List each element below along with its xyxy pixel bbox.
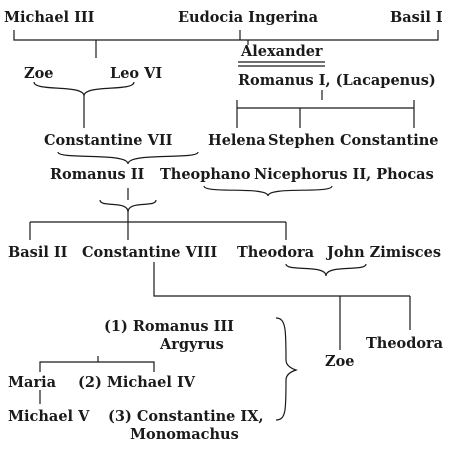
person-basil-i: Basil I [390,9,443,26]
person-john-zimisces: John Zimisces [325,244,441,261]
person-zoe-daughter: Zoe [325,353,354,370]
brace-romanus-ii-children [99,199,157,213]
person-constantine-vii: Constantine VII [44,132,173,149]
person-helena: Helena [208,132,266,149]
person-constantine-viii: Constantine VIII [82,244,217,261]
brace-maria-michael-iv [39,361,155,372]
person-eudocia-ingerina: Eudocia Ingerina [178,9,319,26]
person-leo-vi: Leo VI [110,65,162,82]
person-nicephorus-ii: Nicephorus II, Phocas [254,166,434,183]
constantine-viii-children-bar [153,262,411,350]
brace-theophano-nicephorus [203,185,333,197]
person-theodora: Theodora [237,244,315,261]
brace-zoe-leo [33,81,135,97]
person-zoe: Zoe [24,65,53,82]
brace-constantine-helena [57,151,199,165]
brace-to-alexander [95,40,249,45]
double-line-alexander [238,61,325,67]
person-romanus-ii: Romanus II [50,166,145,183]
connector-lines [13,30,439,421]
person-basil-ii: Basil II [8,244,68,261]
person-constantine-ix: (3) Constantine IX, [108,408,264,425]
person-michael-v: Michael V [8,408,90,425]
person-romanus-iii: (1) Romanus III [104,318,234,335]
romanus-ii-children-bar [29,212,287,240]
person-theodora-daughter: Theodora [366,335,444,352]
person-constantine: Constantine [340,132,439,149]
brace-theodora-zimisces [285,263,367,277]
bracket-parents-leo [13,30,439,41]
person-alexander: Alexander [240,43,323,60]
romanus-i-children-bar [236,100,415,128]
person-maria: Maria [8,374,57,391]
brace-zoe-husbands [275,317,298,421]
person-michael-iv: (2) Michael IV [78,374,196,391]
person-monomachus: Monomachus [130,426,239,443]
person-romanus-i: Romanus I, (Lacapenus) [238,72,436,89]
person-argyrus: Argyrus [159,336,224,353]
person-theophano: Theophano [160,166,251,183]
person-michael-iii: Michael III [4,9,95,26]
person-stephen: Stephen [268,132,335,149]
